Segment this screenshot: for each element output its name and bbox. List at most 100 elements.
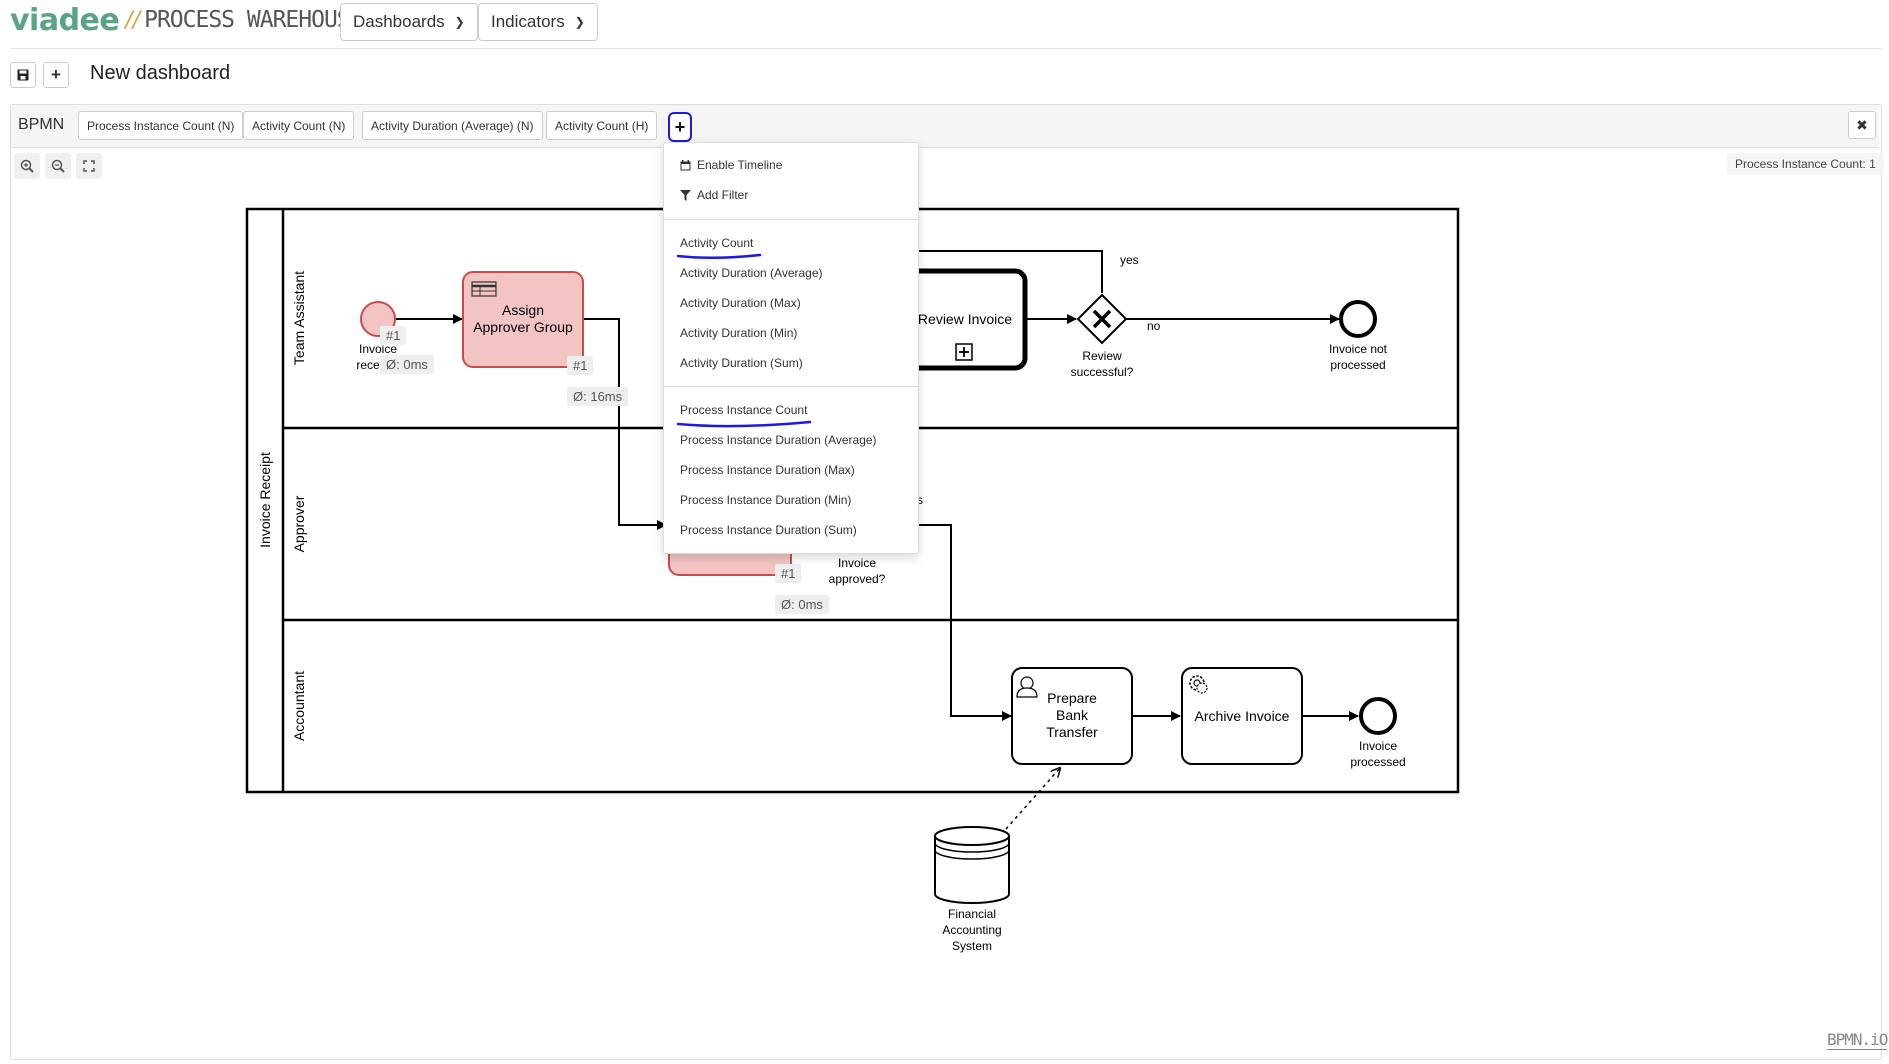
data-store-label-3: System bbox=[952, 939, 992, 953]
chevron-down-icon: ❯ bbox=[454, 15, 465, 29]
menu-item-activity-duration-sum[interactable]: Activity Duration (Sum) bbox=[680, 356, 803, 370]
filter-icon bbox=[680, 189, 691, 201]
enable-timeline-label: Enable Timeline bbox=[697, 158, 783, 172]
lane-approver[interactable]: Approver bbox=[291, 495, 307, 552]
dashboards-label: Dashboards bbox=[353, 12, 445, 31]
lane-accountant[interactable]: Accountant bbox=[291, 671, 307, 741]
logo-brand: viadee bbox=[10, 2, 120, 38]
logo-separator: // bbox=[125, 7, 141, 33]
data-store-label-2: Accounting bbox=[942, 923, 1001, 937]
menu-item-activity-duration-average[interactable]: Activity Duration (Average) bbox=[680, 266, 823, 280]
gateway-approved-label-2: approved? bbox=[829, 572, 886, 586]
task-prepare-label-2: Bank bbox=[1056, 707, 1089, 723]
task-prepare-label-3: Transfer bbox=[1046, 724, 1098, 740]
enable-timeline-item[interactable]: Enable Timeline bbox=[680, 158, 782, 172]
add-filter-item[interactable]: Add Filter bbox=[680, 188, 748, 202]
menu-item-process-instance-duration-sum[interactable]: Process Instance Duration (Sum) bbox=[680, 523, 857, 537]
menu-divider bbox=[664, 386, 918, 387]
header-divider bbox=[10, 48, 1882, 49]
dashboard-title[interactable]: New dashboard bbox=[90, 62, 231, 84]
zoom-in-button[interactable] bbox=[14, 153, 40, 179]
gateway-review-label-1: Review bbox=[1082, 349, 1122, 363]
calendar-icon bbox=[680, 159, 691, 170]
end-processed-label-2: processed bbox=[1350, 755, 1405, 769]
indicators-dropdown[interactable]: Indicators ❯ bbox=[478, 3, 598, 41]
lane-team-assistant[interactable]: Team Assistant bbox=[291, 271, 307, 365]
plus-icon: + bbox=[51, 65, 61, 84]
zoom-out-button[interactable] bbox=[45, 153, 71, 179]
annotation-underlines bbox=[676, 253, 812, 428]
menu-item-process-instance-duration-average[interactable]: Process Instance Duration (Average) bbox=[680, 433, 877, 447]
task-assign-label-2: Approver Group bbox=[473, 319, 573, 335]
start-event-label-2: rece bbox=[356, 358, 380, 372]
indicators-label: Indicators bbox=[491, 12, 565, 31]
flow-label-yes: yes bbox=[1120, 253, 1139, 267]
add-indicator-menu: Enable Timeline Add Filter Activity Coun… bbox=[663, 142, 919, 554]
data-store-label-1: Financial bbox=[948, 907, 996, 921]
flow-label-no: no bbox=[1147, 319, 1161, 333]
overlay-assign-count: #1 bbox=[567, 356, 594, 375]
overlay-start-duration: Ø: 0ms bbox=[380, 355, 434, 374]
end-not-processed-label-2: processed bbox=[1330, 358, 1385, 372]
save-icon bbox=[17, 69, 29, 81]
expand-icon bbox=[955, 343, 973, 361]
add-indicator-button[interactable]: + bbox=[668, 112, 692, 142]
plus-icon: + bbox=[674, 116, 686, 137]
overlay-start-count: #1 bbox=[380, 326, 407, 345]
task-archive-label: Archive Invoice bbox=[1195, 708, 1290, 724]
activity-count-underline bbox=[676, 253, 762, 260]
table-icon bbox=[471, 281, 497, 297]
zoom-out-icon bbox=[51, 159, 65, 173]
tab-activity-count-n[interactable]: Activity Count (N) bbox=[243, 111, 355, 140]
close-panel-button[interactable]: ✖ bbox=[1848, 111, 1876, 139]
process-instance-count-underline bbox=[676, 420, 812, 428]
end-event-processed[interactable] bbox=[1359, 697, 1397, 735]
task-prepare-label-1: Prepare bbox=[1047, 690, 1097, 706]
overlay-assign-duration: Ø: 16ms bbox=[567, 387, 629, 406]
menu-item-process-instance-count[interactable]: Process Instance Count bbox=[680, 403, 808, 417]
task-review-label: Review Invoice bbox=[918, 311, 1012, 327]
menu-divider bbox=[664, 219, 918, 220]
bpmn-panel bbox=[10, 104, 1882, 1060]
gateway-approved-label-1: Invoice bbox=[838, 556, 876, 570]
fit-view-button[interactable] bbox=[76, 153, 102, 179]
gateway-review-label-2: successful? bbox=[1071, 365, 1134, 379]
end-event-not-processed[interactable] bbox=[1339, 300, 1377, 338]
start-event-label-1: Invoice bbox=[359, 342, 397, 356]
tab-activity-duration-average[interactable]: Activity Duration (Average) (N) bbox=[362, 111, 543, 140]
chevron-down-icon: ❯ bbox=[574, 15, 585, 29]
overlay-approve-duration: Ø: 0ms bbox=[775, 595, 829, 614]
logo-product: PROCESS WAREHOUSE bbox=[144, 7, 363, 33]
menu-item-process-instance-duration-max[interactable]: Process Instance Duration (Max) bbox=[680, 463, 855, 477]
close-icon: ✖ bbox=[1856, 116, 1868, 133]
data-store-financial-accounting[interactable] bbox=[934, 826, 1010, 904]
process-instance-count-badge: Process Instance Count: 1 bbox=[1727, 153, 1884, 175]
panel-label: BPMN bbox=[18, 116, 65, 133]
task-archive-invoice[interactable] bbox=[1181, 667, 1303, 765]
dashboards-dropdown[interactable]: Dashboards ❯ bbox=[340, 3, 478, 41]
overlay-approve-count: #1 bbox=[775, 564, 802, 583]
zoom-in-icon bbox=[20, 159, 34, 173]
gear-icon bbox=[1189, 675, 1208, 694]
menu-item-activity-duration-max[interactable]: Activity Duration (Max) bbox=[680, 296, 801, 310]
tab-process-instance-count[interactable]: Process Instance Count (N) bbox=[78, 111, 244, 140]
menu-item-process-instance-duration-min[interactable]: Process Instance Duration (Min) bbox=[680, 493, 852, 507]
save-button[interactable] bbox=[10, 62, 36, 88]
end-processed-label-1: Invoice bbox=[1359, 739, 1397, 753]
app-logo[interactable]: viadee // PROCESS WAREHOUSE bbox=[10, 0, 364, 40]
add-dashboard-button[interactable]: + bbox=[43, 62, 69, 88]
add-filter-label: Add Filter bbox=[697, 188, 749, 202]
exclusive-gateway-icon bbox=[1092, 309, 1112, 329]
bpmn-io-watermark[interactable]: BPMN.iO bbox=[1827, 1030, 1888, 1050]
tab-activity-count-h[interactable]: Activity Count (H) bbox=[546, 111, 658, 140]
menu-item-activity-count[interactable]: Activity Count bbox=[680, 236, 754, 250]
pool-label: Invoice Receipt bbox=[257, 452, 273, 548]
menu-item-activity-duration-min[interactable]: Activity Duration (Min) bbox=[680, 326, 798, 340]
task-prepare-bank-transfer[interactable] bbox=[1011, 667, 1133, 765]
end-not-processed-label-1: Invoice not bbox=[1329, 342, 1388, 356]
task-assign-label-1: Assign bbox=[502, 302, 544, 318]
flow-label-s: s bbox=[917, 493, 923, 507]
user-icon bbox=[1016, 676, 1038, 698]
expand-icon bbox=[83, 160, 95, 172]
